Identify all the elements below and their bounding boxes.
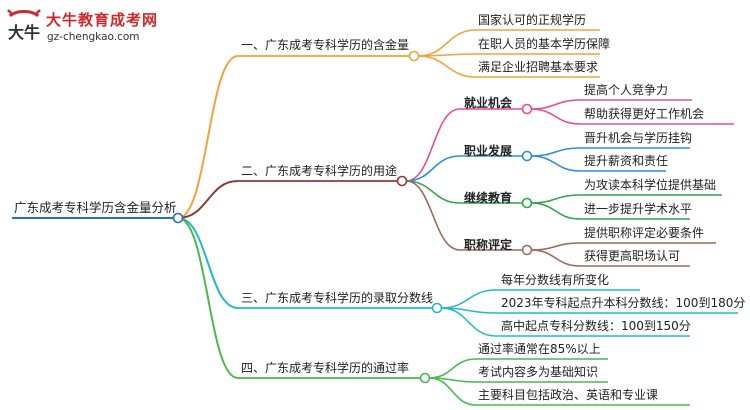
logo-site-name: 大牛教育成考网	[46, 11, 159, 29]
branch-3-leaf-1-connector	[440, 289, 497, 309]
branch-1-leaf-2: 在职人员的基本学历保障	[478, 37, 611, 51]
branch-4-leaf-3: 主要科目包括政治、英语和专业课	[478, 388, 659, 402]
group-3-leaf-1-connector	[530, 194, 581, 204]
branch-1-leaf-3-connector	[417, 55, 477, 78]
logo-site-url: gz-chengkao.com	[47, 31, 140, 43]
branch-2-to-group-1-connector	[405, 108, 461, 182]
branch-2-group-2-leaf-2: 提升薪资和责任	[584, 154, 669, 168]
branch-2-group-4-leaf-1: 提供职称评定必要条件	[584, 226, 705, 240]
root-label: 广东成考专科学历含金量分析	[14, 200, 177, 215]
group-3-node	[521, 197, 533, 209]
branch-4-node	[419, 372, 431, 384]
root-node	[172, 212, 184, 224]
branch-2-group-4-label: 职称评定	[464, 238, 513, 252]
branch-2-node	[396, 175, 408, 187]
branch-3-leaf-3-connector	[440, 307, 497, 337]
branch-1-leaf-1-connector	[417, 29, 477, 57]
branch-1-label: 一、广东成考专科学历的含金量	[241, 38, 410, 52]
branch-2-group-1-label: 就业机会	[464, 96, 513, 110]
logo-badge-text: 大牛	[8, 23, 40, 42]
group-1-leaf-2-connector	[530, 108, 581, 125]
group-4-node	[521, 244, 533, 256]
branch-2-group-3-leaf-1: 为攻读本科学位提供基础	[584, 178, 717, 192]
branch-3-leaf-2: 2023年专科起点升本科分数线：100到180分	[501, 296, 746, 310]
branch-2-group-4-leaf-2: 获得更高职场认可	[584, 249, 681, 263]
bull-logo-icon: 大牛	[7, 9, 41, 42]
branch-1-leaf-1: 国家认可的正规学历	[478, 13, 587, 27]
branch-2-group-3-label: 继续教育	[464, 191, 513, 205]
branch-2-to-group-4-connector	[405, 180, 461, 251]
group-2-leaf-1-connector	[530, 147, 581, 157]
branch-2-group-1-leaf-2: 帮助获得更好工作机会	[584, 107, 705, 121]
group-1-node	[521, 103, 533, 115]
branch-4-label: 四、广东成考专科学历的通过率	[241, 361, 410, 375]
branch-2-group-2-leaf-1: 晋升机会与学历挂钩	[584, 131, 693, 145]
branch-2-group-3-leaf-2: 进一步提升学术水平	[584, 202, 693, 216]
branch-4-leaf-1: 通过率通常在85%以上	[478, 342, 601, 356]
group-2-node	[521, 150, 533, 162]
group-2-leaf-2-connector	[530, 155, 581, 172]
branch-3-leaf-3: 高中起点专科分数线：100到150分	[501, 319, 691, 333]
branch-4-leaf-2: 考试内容多为基础知识	[478, 365, 599, 379]
branch-2-to-group-2-connector	[405, 155, 461, 182]
branch-2-group-1-leaf-1: 提高个人竞争力	[584, 83, 669, 97]
branch-3-leaf-1: 每年分数线有所变化	[501, 273, 610, 287]
site-logo[interactable]: 大牛 大牛教育成考网 gz-chengkao.com	[6, 6, 159, 52]
branch-3-label: 三、广东成考专科学历的录取分数线	[241, 291, 434, 305]
branch-2-group-2-label: 职业发展	[464, 144, 513, 158]
root-to-branch-3-connector	[177, 217, 239, 309]
branch-2-label: 二、广东成考专科学历的用途	[241, 164, 398, 178]
group-3-leaf-2-connector	[530, 202, 581, 220]
branch-4-leaf-1-connector	[428, 358, 477, 379]
branch-1-node	[408, 50, 420, 62]
group-1-leaf-1-connector	[530, 99, 581, 110]
branch-3-node	[431, 302, 443, 314]
group-4-leaf-1-connector	[530, 242, 581, 251]
branch-4-leaf-3-connector	[428, 377, 477, 406]
branch-2-to-group-3-connector	[405, 180, 461, 204]
root-to-branch-4-connector	[177, 217, 239, 379]
root-to-branch-1-connector	[177, 55, 239, 219]
group-4-leaf-2-connector	[530, 249, 581, 267]
branch-1-leaf-3: 满足企业招聘基本要求	[478, 60, 599, 74]
root-to-branch-2-connector	[177, 180, 239, 219]
